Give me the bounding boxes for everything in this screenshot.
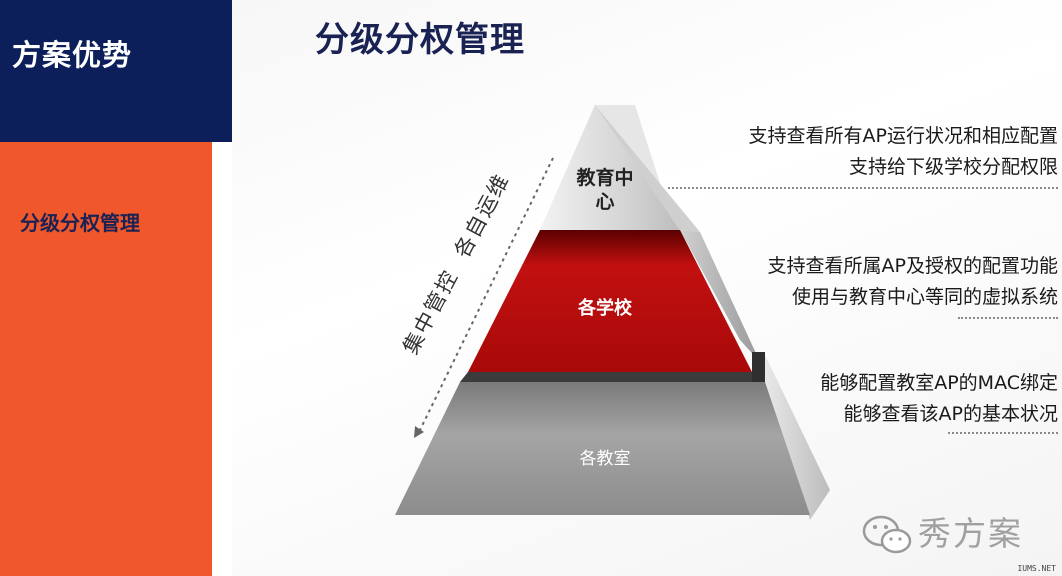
- site-label: IUMS.NET: [1017, 564, 1056, 573]
- description-line: 能够配置教室AP的MAC绑定: [820, 372, 1058, 394]
- divider: [948, 432, 1058, 434]
- description-line: 支持给下级学校分配权限: [848, 156, 1058, 178]
- description-classrooms: 能够配置教室AP的MAC绑定 能够查看该AP的基本状况: [820, 368, 1058, 430]
- description-line: 使用与教育中心等同的虚拟系统: [791, 286, 1058, 308]
- page-title: 分级分权管理: [315, 20, 525, 60]
- sidebar-title: 方案优势: [12, 38, 133, 72]
- divider: [668, 187, 1058, 189]
- description-line: 支持查看所属AP及授权的配置功能: [767, 255, 1058, 277]
- description-line: 支持查看所有AP运行状况和相应配置: [748, 125, 1058, 147]
- pyramid-bottom-tier: [395, 382, 810, 515]
- description-education-center: 支持查看所有AP运行状况和相应配置 支持给下级学校分配权限: [749, 121, 1058, 183]
- watermark-text: 秀方案: [918, 514, 1023, 553]
- wechat-icon: [862, 515, 912, 554]
- pyramid-middle-label: 各学校: [578, 298, 632, 319]
- description-line: 能够查看该AP的基本状况: [843, 403, 1058, 425]
- sidebar-header: 方案优势: [0, 0, 232, 142]
- description-schools: 支持查看所属AP及授权的配置功能 使用与教育中心等同的虚拟系统: [768, 251, 1058, 313]
- divider: [958, 317, 1058, 319]
- pyramid-top-tier: [540, 105, 680, 230]
- sidebar-panel: 分级分权管理: [0, 142, 212, 576]
- pyramid-middle-tier: [468, 230, 752, 372]
- pyramid-diagram: [395, 105, 830, 520]
- pyramid-bottom-label: 各教室: [579, 449, 631, 469]
- pyramid-top-label: 教育中心: [576, 167, 634, 213]
- sidebar-item-tiered-management[interactable]: 分级分权管理: [20, 211, 140, 235]
